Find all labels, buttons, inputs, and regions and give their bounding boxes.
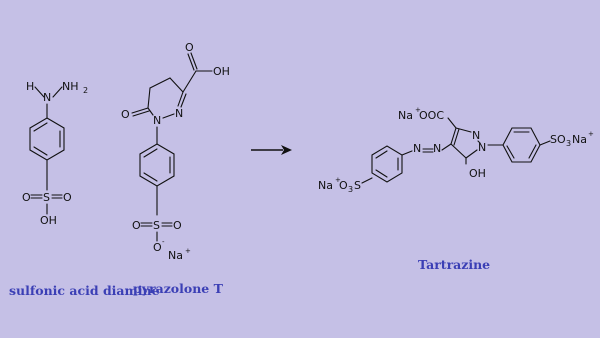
bond (177, 91, 184, 107)
bond (131, 107, 149, 114)
bond (441, 143, 452, 151)
bond (147, 107, 154, 116)
atom-na: Na (168, 249, 183, 262)
atom-oh: OH (213, 65, 230, 78)
bond (361, 177, 373, 184)
bond (52, 86, 63, 98)
atom-o: O (132, 219, 141, 232)
atom-na: Na (318, 179, 333, 192)
atom-n: N (433, 142, 441, 155)
charge-minus: - (162, 238, 165, 246)
atom-oh: OH (40, 214, 57, 227)
double-bond (33, 122, 48, 132)
atom-h: H (26, 80, 34, 93)
pyrazolone-ring: N N O (121, 77, 187, 145)
atom-n: N (478, 141, 486, 154)
bond (132, 110, 150, 117)
bond (190, 52, 198, 70)
atom-nh: NH (62, 80, 79, 93)
carboxylic-acid-group: O OH (182, 41, 230, 93)
charge-plus: + (185, 247, 191, 255)
atom-n: N (153, 114, 161, 127)
sulfonate-group: S O O O - Na + (132, 185, 191, 262)
atom-o: O (153, 241, 162, 254)
carboxylate-group: Na + OOC (398, 106, 457, 129)
benzene-ring-1 (29, 117, 65, 161)
atom-ooc: OOC (419, 109, 444, 122)
left-sulfonate-group: Na + O 3 S (318, 176, 373, 194)
charge-plus: + (588, 130, 594, 138)
ring (139, 143, 175, 187)
atom-s: S (43, 191, 50, 204)
bond (539, 140, 551, 146)
charge-plus: + (335, 176, 341, 184)
arrow-head (281, 145, 292, 155)
bond (149, 77, 171, 89)
double-bond (375, 150, 388, 159)
bond (453, 128, 460, 146)
atom-n: N (175, 107, 183, 120)
atom-o: O (185, 41, 194, 54)
label-sulfonic-acid-diamine: sulfonic acid diamine (9, 283, 160, 298)
atom-na: Na (572, 133, 587, 146)
benzene-ring-left (371, 145, 403, 183)
hydrazine-group: H N NH 2 (26, 80, 88, 119)
bond (447, 117, 457, 129)
azo-group: N N (401, 142, 452, 156)
pyrazole-ring: N N OH (450, 127, 486, 180)
bond (465, 149, 478, 159)
atom-s: S (354, 179, 361, 192)
double-bond (143, 172, 158, 182)
ring (371, 145, 403, 183)
double-bond (143, 148, 158, 158)
atom-n: N (413, 142, 421, 155)
double-bond (506, 145, 515, 159)
bond (169, 77, 184, 93)
bond (455, 127, 472, 133)
atom-so: SO (550, 133, 566, 146)
bond (450, 143, 467, 159)
compound-tartrazine: Na + O 3 S N N N N (318, 106, 594, 194)
compound-sulfonic-acid-diamine: H N NH 2 S O O OH (22, 80, 88, 227)
atom-o: O (339, 179, 348, 192)
reaction-arrow (251, 145, 292, 155)
bond (147, 87, 151, 109)
bond (477, 140, 481, 144)
bond (187, 53, 195, 71)
sulfonic-acid-group: S O O OH (22, 159, 72, 227)
atom-s: S (153, 219, 160, 232)
atom-oh: OH (469, 167, 486, 180)
atom-o: O (63, 191, 72, 204)
bond (162, 113, 175, 119)
charge-plus: + (415, 106, 421, 114)
benzene-ring-2 (139, 143, 175, 187)
benzene-ring-right (487, 127, 551, 163)
atom-na: Na (398, 109, 413, 122)
atom-o: O (22, 191, 31, 204)
bond (401, 150, 413, 156)
subscript-3: 3 (348, 185, 353, 194)
bond (182, 70, 197, 93)
label-tartrazine: Tartrazine (418, 257, 490, 272)
ring (502, 127, 541, 163)
bond (180, 93, 187, 108)
bond (34, 86, 45, 98)
atom-n: N (43, 91, 51, 104)
label-pyrazolone-t: pyrazolone T (133, 281, 224, 296)
atom-o: O (173, 219, 182, 232)
double-bond (375, 169, 388, 178)
compound-pyrazolone-t: O OH N N O (121, 41, 230, 262)
bond (450, 127, 457, 145)
double-bond (33, 146, 48, 156)
right-sulfonate-group: SO 3 Na + (550, 130, 594, 148)
atom-n: N (472, 129, 480, 142)
ring (29, 117, 65, 161)
atom-o: O (121, 108, 130, 121)
atom-subscript-2: 2 (83, 86, 88, 95)
subscript-3: 3 (566, 139, 571, 148)
double-bond (528, 144, 537, 159)
